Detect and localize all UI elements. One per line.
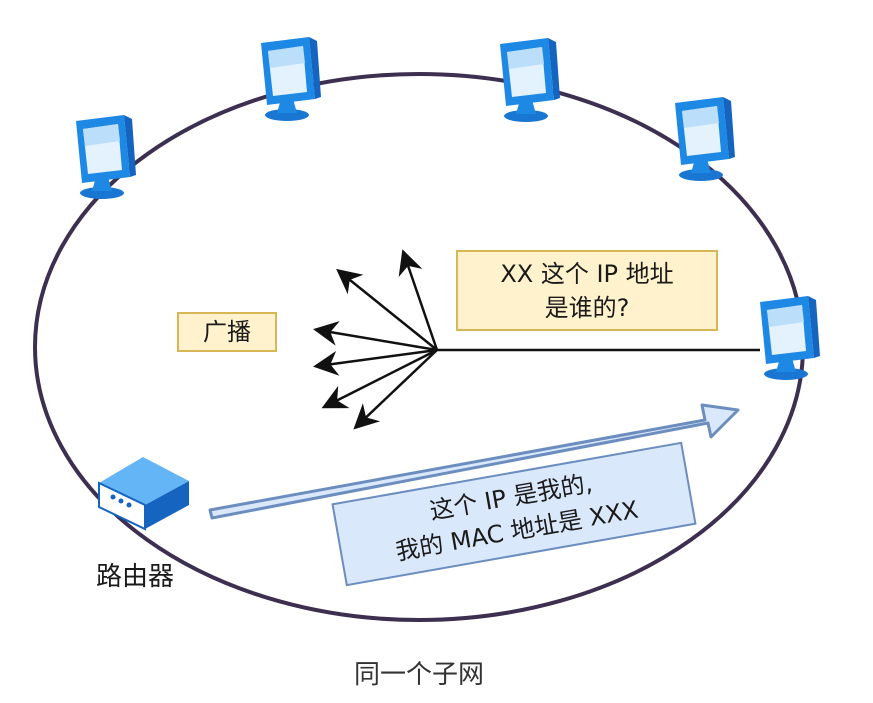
computer-monitor-icon <box>261 37 321 121</box>
reply-arrow <box>208 403 740 520</box>
question-box: XX 这个 IP 地址 是谁的? <box>456 250 718 331</box>
caption: 同一个子网 <box>354 660 485 690</box>
computer-monitor-icon <box>500 38 560 122</box>
question-line-2: 是谁的? <box>544 294 630 322</box>
router-icon <box>98 457 189 531</box>
broadcast-label: 广播 <box>177 312 277 352</box>
computer-monitor-icon <box>760 296 820 380</box>
computer-monitor-icon <box>675 97 735 181</box>
router-label: 路由器 <box>96 562 175 592</box>
question-line-1: XX 这个 IP 地址 <box>500 260 674 288</box>
broadcast-arrows <box>313 249 439 430</box>
computer-monitor-icon <box>76 115 136 199</box>
broadcast-text: 广播 <box>203 318 251 346</box>
